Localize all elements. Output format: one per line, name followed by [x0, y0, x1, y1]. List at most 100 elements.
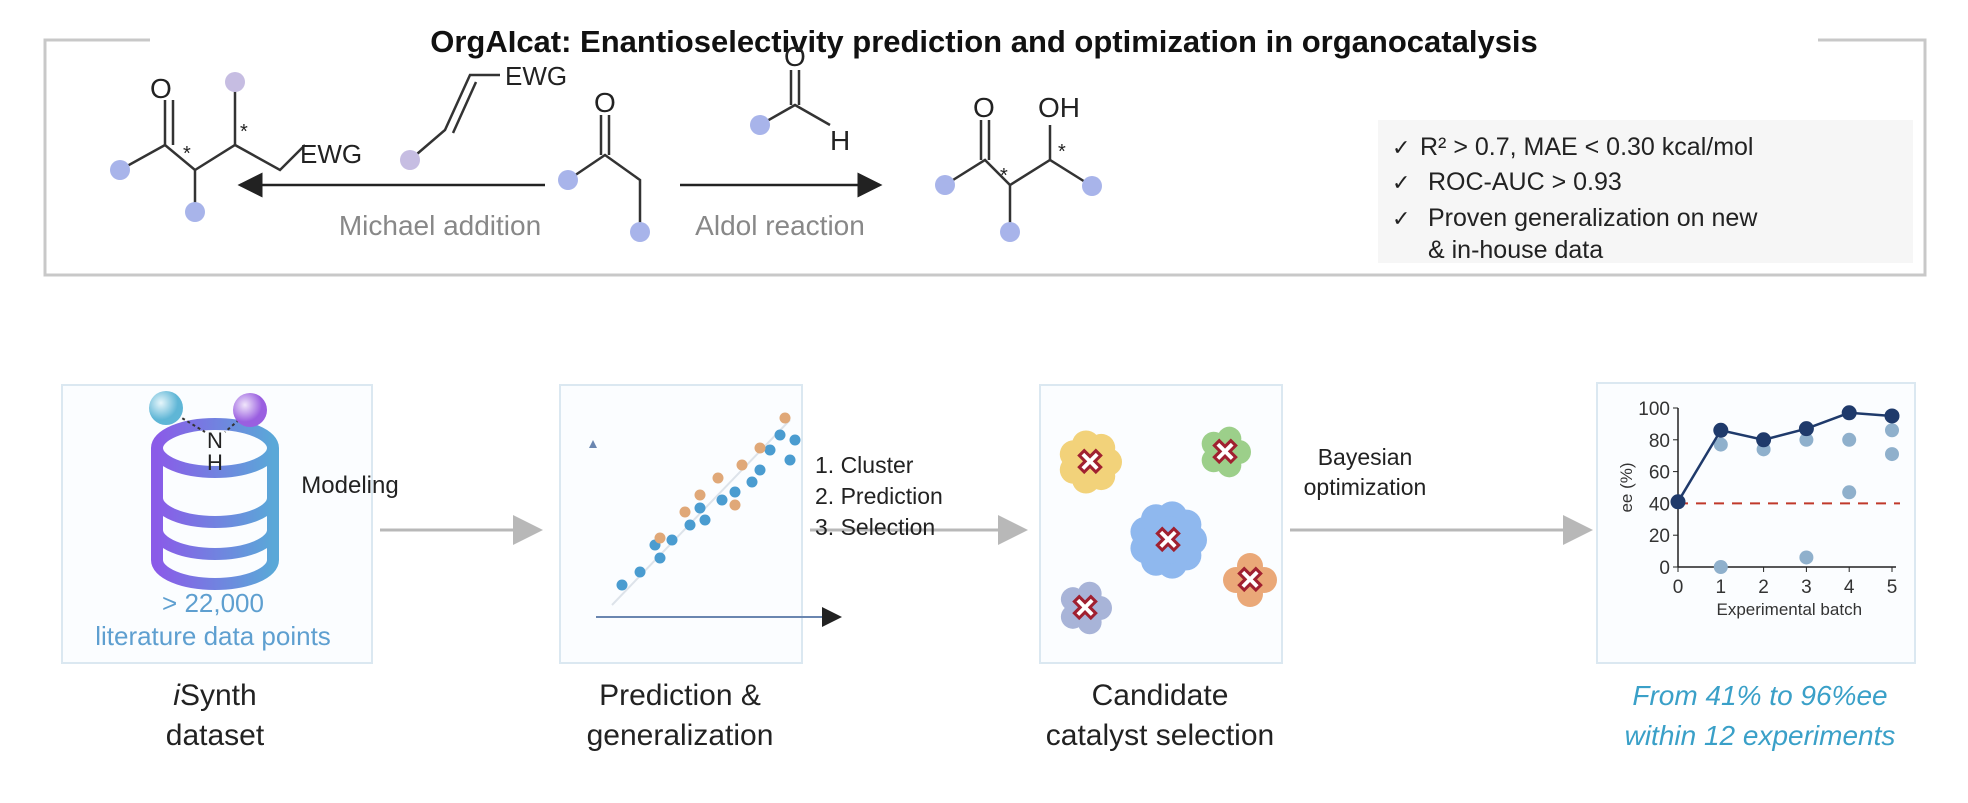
experiment-point — [1799, 432, 1814, 447]
catalyst-node — [1072, 444, 1108, 480]
data-point — [616, 579, 628, 591]
substituent-node — [400, 150, 420, 170]
best-ee-point — [1798, 421, 1814, 437]
data-point — [679, 506, 691, 518]
database-icon — [151, 418, 279, 590]
stereo-star: * — [1058, 141, 1066, 163]
data-point — [654, 532, 666, 544]
optimization-panel — [1596, 382, 1916, 664]
x-tick-label: 4 — [1844, 577, 1855, 598]
y-tick-label: 40 — [1649, 494, 1670, 515]
data-point — [784, 454, 796, 466]
michael-acceptor-molecule — [409, 73, 500, 161]
stereo-star: * — [183, 143, 191, 165]
selected-cross-icon: ✖ — [1077, 444, 1104, 480]
ewg-label: EWG — [300, 139, 362, 169]
step-selection: 3. Selection — [815, 514, 935, 540]
selected-cross-icon: ✖ — [1237, 562, 1264, 598]
atom-h: H — [830, 125, 850, 156]
dataset-count: > 22,000 — [162, 588, 264, 618]
modeling-label: Modeling — [301, 472, 398, 499]
data-point — [736, 459, 748, 471]
experiment-point — [1885, 423, 1899, 438]
prediction-label: Prediction & — [599, 679, 761, 712]
x-tick-label: 0 — [1673, 577, 1684, 598]
y-tick-label: 20 — [1649, 526, 1670, 547]
substituent-node — [110, 160, 130, 180]
bayesian-label: Bayesian — [1318, 444, 1413, 470]
data-point — [729, 499, 741, 511]
check-icon: ✓ — [1392, 206, 1410, 231]
catalyst-node — [1070, 593, 1100, 623]
metric-item: R² > 0.7, MAE < 0.30 kcal/mol — [1420, 133, 1753, 161]
result-line-1: From 41% to 96%ee — [1632, 680, 1887, 711]
experiment-point — [1842, 485, 1857, 500]
michael-product-molecule — [119, 90, 306, 210]
catalyst-node — [1144, 516, 1192, 564]
best-ee-point — [1670, 494, 1686, 510]
data-point — [716, 494, 728, 506]
stereo-star: * — [1000, 165, 1008, 187]
x-axis-label: Experimental batch — [1717, 600, 1863, 619]
candidate-label: Candidate — [1092, 679, 1229, 712]
catalyst-node — [1211, 438, 1239, 466]
metric-item: Proven generalization on new — [1428, 204, 1758, 232]
experiment-point — [1799, 550, 1814, 565]
selected-cross-icon: ✖ — [1155, 522, 1182, 558]
experiment-point — [1842, 432, 1857, 447]
data-point — [746, 476, 758, 488]
atom-h: H — [207, 450, 223, 475]
data-point — [699, 514, 711, 526]
y-tick-label: 0 — [1659, 558, 1670, 579]
metrics-list: ✓ R² > 0.7, MAE < 0.30 kcal/mol ✓ ROC-AUC >… — [1392, 133, 1758, 264]
dataset-desc: literature data points — [95, 621, 331, 651]
selected-cross-icon: ✖ — [1072, 590, 1099, 626]
step-cluster: 1. Cluster — [815, 452, 914, 478]
data-point — [694, 502, 706, 514]
data-point — [729, 486, 741, 498]
data-point — [666, 534, 678, 546]
data-point — [789, 434, 801, 446]
aldol-label: Aldol reaction — [695, 210, 865, 241]
atom-o: O — [150, 73, 172, 104]
ketone-molecule — [567, 115, 642, 230]
check-icon: ✓ — [1392, 135, 1410, 160]
sphere-icon — [149, 391, 183, 425]
optimization-label: optimization — [1304, 474, 1427, 500]
prediction-label-2: generalization — [587, 719, 774, 752]
atom-o: O — [784, 41, 806, 72]
prediction-scatter-plot — [589, 412, 842, 627]
sphere-icon — [233, 393, 267, 427]
x-tick-label: 3 — [1801, 577, 1812, 598]
experiment-point — [1713, 437, 1728, 452]
data-point — [754, 442, 766, 454]
best-ee-point — [1884, 408, 1900, 424]
atom-oh: OH — [1038, 92, 1080, 123]
atom-o: O — [594, 87, 616, 118]
best-ee-point — [1713, 422, 1729, 438]
experiment-point — [1885, 447, 1899, 462]
catalyst-node — [1236, 566, 1264, 594]
metric-item: ROC-AUC > 0.93 — [1428, 168, 1622, 196]
y-axis-label: ee (%) — [1617, 462, 1636, 512]
y-tick-label: 60 — [1649, 463, 1670, 484]
data-point — [694, 489, 706, 501]
result-line-2: within 12 experiments — [1625, 720, 1896, 751]
best-ee-point — [1756, 432, 1772, 448]
substituent-node — [558, 170, 578, 190]
aldehyde-molecule — [759, 70, 831, 127]
data-point — [712, 472, 724, 484]
substituent-node — [1082, 176, 1102, 196]
data-point — [754, 464, 766, 476]
experiment-point — [1713, 560, 1728, 574]
axis-arrow-icon — [589, 440, 597, 448]
substituent-node — [630, 222, 650, 242]
title: OrgAIcat: Enantioselectivity prediction … — [430, 24, 1538, 59]
data-point — [774, 429, 786, 441]
data-point — [634, 566, 646, 578]
aldol-product-molecule — [944, 120, 1091, 230]
substituent-node — [225, 72, 245, 92]
substituent-node — [1000, 222, 1020, 242]
y-tick-label: 80 — [1649, 431, 1670, 452]
